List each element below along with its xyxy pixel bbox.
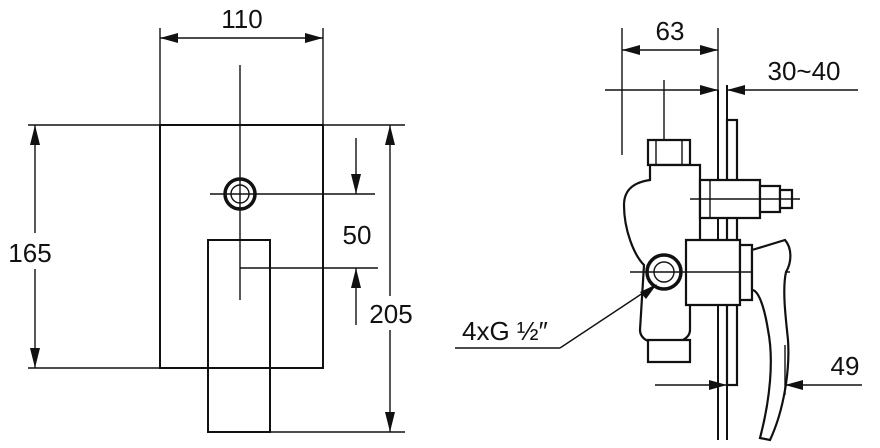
dim-30-40: 30~40 [767,56,840,86]
diverter-knob [223,177,257,211]
dim-49: 49 [831,351,860,381]
lever-handle [207,239,271,433]
label-connection: 4xG ½″ [462,316,548,346]
dim-165: 165 [8,238,51,268]
side-view: 63 30~40 4xG [455,16,862,442]
dim-110: 110 [221,4,262,34]
front-view: 110 165 50 205 [2,4,422,433]
dim-205: 205 [369,299,412,329]
dim-63: 63 [656,16,685,46]
inlet-connection [645,253,683,291]
cover-plate [159,124,324,369]
dim-50: 50 [343,220,372,250]
lever-side [750,238,792,442]
